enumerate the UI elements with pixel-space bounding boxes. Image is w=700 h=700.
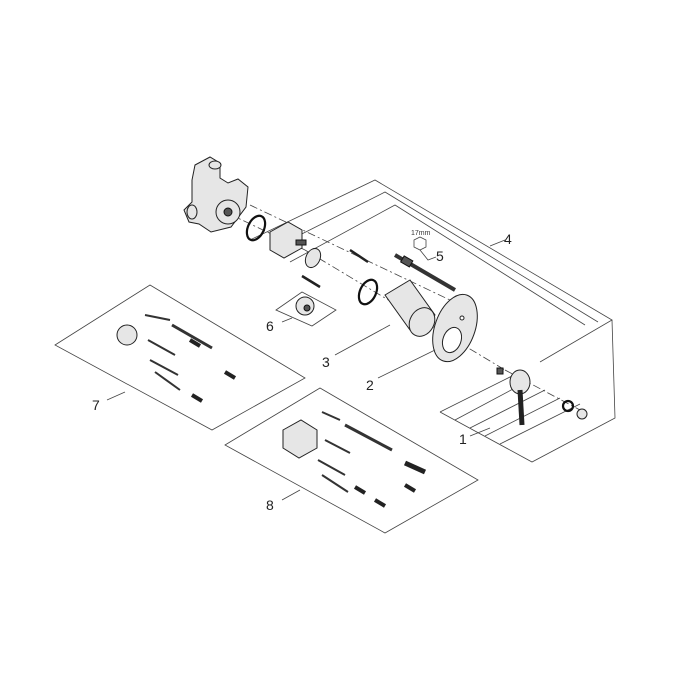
o-ring: [245, 214, 267, 242]
callout-6: 6: [266, 318, 274, 334]
screw: [301, 274, 321, 289]
callout-1: 1: [459, 431, 467, 447]
wrench-size-label: 17mm: [411, 230, 431, 237]
retaining-ring: [304, 247, 322, 269]
screw: [349, 248, 369, 264]
callout-4: 4: [504, 231, 512, 247]
part-4-outline: [249, 179, 613, 363]
callout-7: 7: [92, 397, 100, 413]
part-3-sleeve: [334, 279, 436, 356]
o-ring-2: [357, 278, 379, 306]
part-6-plug: [275, 291, 337, 327]
handle-lever: [496, 367, 588, 426]
cartridge: [269, 221, 307, 259]
part-5-spindle: [393, 236, 457, 292]
part-8-kit: [224, 387, 479, 534]
valve-body: [183, 156, 249, 233]
callout-3: 3: [322, 354, 330, 370]
callout-2: 2: [366, 377, 374, 393]
callout-8: 8: [266, 497, 274, 513]
part-2-escutcheon: [377, 293, 478, 379]
hex-nut-icon: [413, 236, 427, 251]
callout-5: 5: [436, 248, 444, 264]
part-7-kit: [54, 284, 306, 431]
